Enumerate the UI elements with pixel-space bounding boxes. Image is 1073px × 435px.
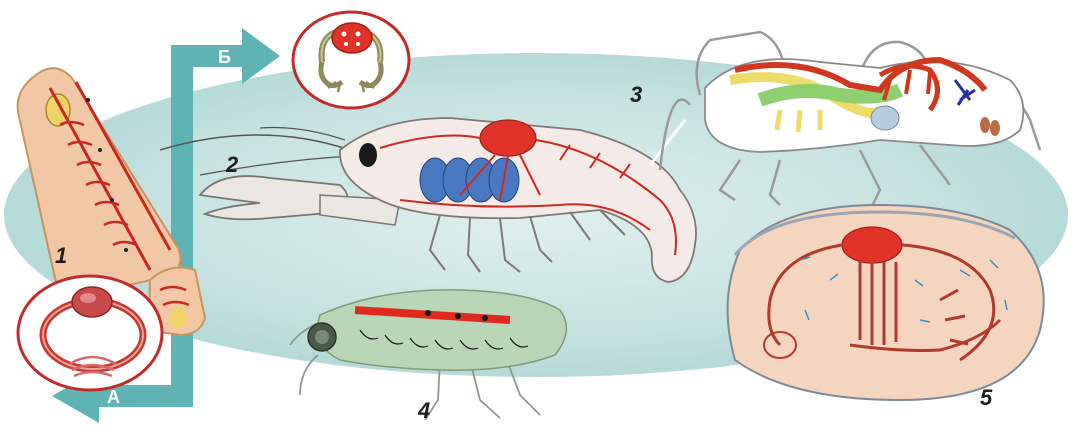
- label-1: 1: [55, 243, 67, 268]
- arrow-label-a: А: [107, 387, 120, 407]
- label-4: 4: [417, 398, 430, 423]
- closed-system-schematic-icon: [18, 276, 162, 390]
- open-system-schematic-icon: [293, 12, 409, 108]
- arrow-label-b: Б: [218, 47, 231, 67]
- label-5: 5: [980, 385, 993, 410]
- label-3: 3: [630, 82, 642, 107]
- mollusc-circulation-icon: [728, 205, 1044, 400]
- label-2: 2: [225, 152, 239, 177]
